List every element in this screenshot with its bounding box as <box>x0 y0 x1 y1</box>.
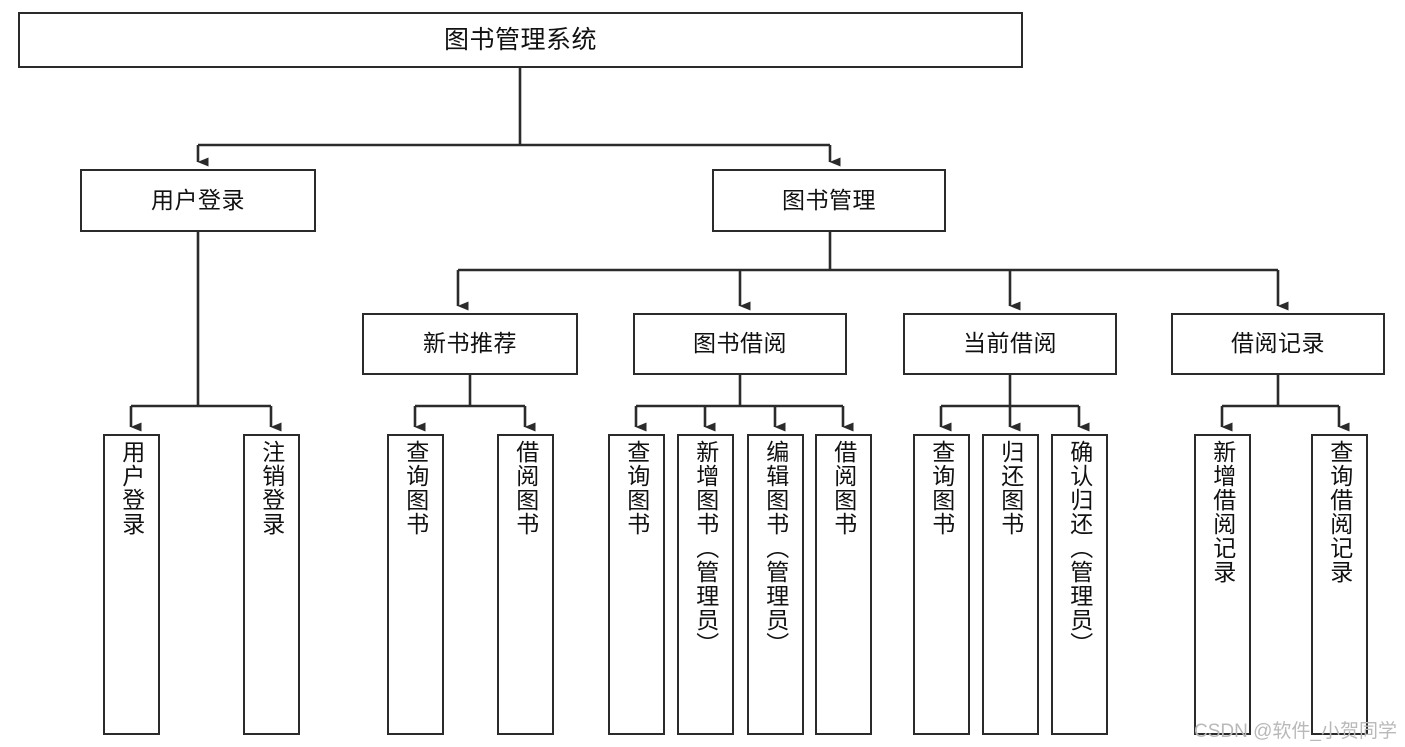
node-book-management-label: 图书管理 <box>782 186 876 213</box>
node-book-management[interactable]: 图书管理 <box>712 169 946 232</box>
leaf-add-record-label: 新增借阅记录 <box>1209 440 1236 584</box>
leaf-user-login[interactable]: 用户登录 <box>103 434 160 735</box>
node-new-book-recommend[interactable]: 新书推荐 <box>362 313 578 375</box>
node-root-label: 图书管理系统 <box>443 26 597 54</box>
leaf-edit-book[interactable]: 编辑图书（管理员） <box>747 434 804 735</box>
node-book-borrow[interactable]: 图书借阅 <box>633 313 847 375</box>
node-current-borrow[interactable]: 当前借阅 <box>903 313 1117 375</box>
node-current-borrow-label: 当前借阅 <box>963 330 1057 357</box>
leaf-query-book-2[interactable]: 查询图书 <box>608 434 665 735</box>
leaf-borrow-book-2[interactable]: 借阅图书 <box>815 434 872 735</box>
leaf-confirm-return-label: 确认归还（管理员） <box>1066 440 1093 656</box>
leaf-query-record[interactable]: 查询借阅记录 <box>1311 434 1368 735</box>
leaf-return-book-label: 归还图书 <box>997 440 1024 536</box>
leaf-confirm-return[interactable]: 确认归还（管理员） <box>1051 434 1108 735</box>
watermark: CSDN @软件_小贺同学 <box>1194 721 1397 742</box>
leaf-query-book-2-label: 查询图书 <box>623 440 650 536</box>
leaf-query-book-1-label: 查询图书 <box>402 440 429 536</box>
node-user-login[interactable]: 用户登录 <box>80 169 316 232</box>
leaf-query-record-label: 查询借阅记录 <box>1326 440 1353 584</box>
leaf-query-book-3[interactable]: 查询图书 <box>913 434 970 735</box>
leaf-user-login-label: 用户登录 <box>118 440 145 536</box>
leaf-add-record[interactable]: 新增借阅记录 <box>1194 434 1251 735</box>
leaf-borrow-book-1-label: 借阅图书 <box>512 440 539 536</box>
leaf-logout-login-label: 注销登录 <box>258 440 285 536</box>
node-root[interactable]: 图书管理系统 <box>18 12 1023 68</box>
leaf-add-book-label: 新增图书（管理员） <box>692 440 719 656</box>
leaf-logout-login[interactable]: 注销登录 <box>243 434 300 735</box>
leaf-edit-book-label: 编辑图书（管理员） <box>762 440 789 656</box>
node-borrow-record[interactable]: 借阅记录 <box>1171 313 1385 375</box>
leaf-borrow-book-2-label: 借阅图书 <box>830 440 857 536</box>
leaf-query-book-3-label: 查询图书 <box>928 440 955 536</box>
node-user-login-label: 用户登录 <box>151 186 245 213</box>
leaf-return-book[interactable]: 归还图书 <box>982 434 1039 735</box>
node-new-book-recommend-label: 新书推荐 <box>423 330 517 357</box>
node-book-borrow-label: 图书借阅 <box>693 330 787 357</box>
leaf-add-book[interactable]: 新增图书（管理员） <box>677 434 734 735</box>
leaf-borrow-book-1[interactable]: 借阅图书 <box>497 434 554 735</box>
leaf-query-book-1[interactable]: 查询图书 <box>387 434 444 735</box>
node-borrow-record-label: 借阅记录 <box>1231 330 1325 357</box>
